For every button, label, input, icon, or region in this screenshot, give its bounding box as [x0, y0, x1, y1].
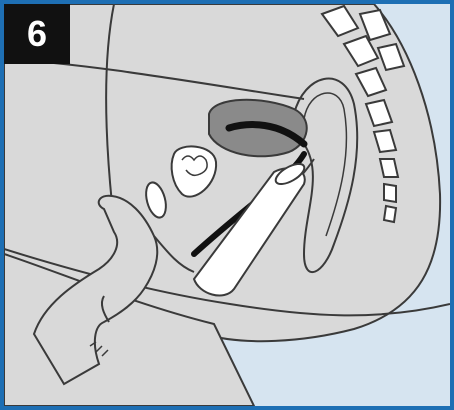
anatomy-illustration	[4, 4, 450, 406]
step-number-badge: 6	[4, 4, 70, 64]
